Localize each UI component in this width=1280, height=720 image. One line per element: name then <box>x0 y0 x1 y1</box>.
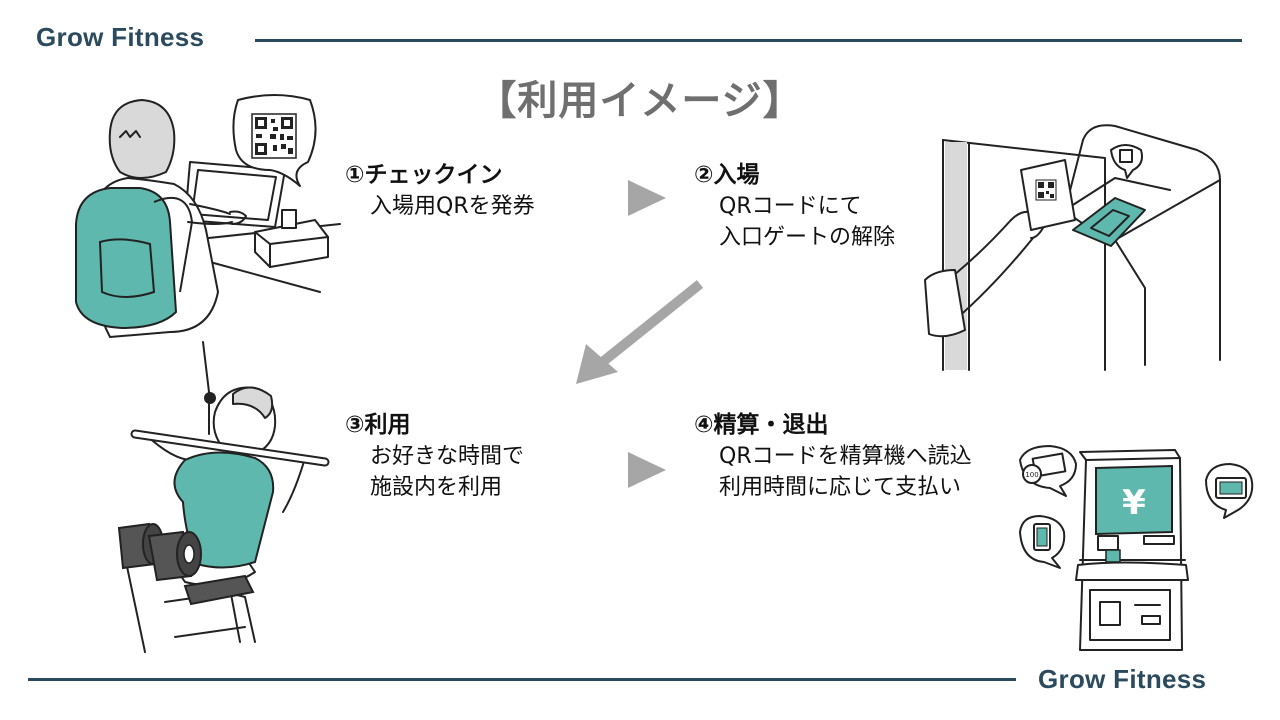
step-line: お好きな時間で <box>370 444 525 469</box>
yen-symbol: ¥ <box>1122 483 1146 523</box>
checkin-illustration <box>75 94 341 338</box>
arrow-down-left-icon <box>576 280 704 384</box>
step-heading: ①チェックイン <box>345 162 503 188</box>
header-rule <box>255 39 1242 42</box>
page-title: 【利用イメージ】 <box>476 78 804 124</box>
step-entry: ②入場 QRコードにて 入口ゲートの解除 <box>694 160 895 253</box>
step-line: 利用時間に応じて支払い <box>719 475 962 500</box>
coin-label: 100 <box>1025 471 1038 479</box>
step-heading: ③利用 <box>345 412 411 438</box>
step-heading: ④精算・退出 <box>694 412 829 438</box>
step-payment-exit: ④精算・退出 QRコードを精算機へ読込 利用時間に応じて支払い <box>694 410 972 503</box>
step-line: QRコードにて <box>719 194 862 219</box>
entry-gate-illustration <box>924 124 1221 371</box>
step-line: 施設内を利用 <box>370 475 503 500</box>
step-usage: ③利用 お好きな時間で 施設内を利用 <box>345 410 524 503</box>
footer-rule <box>28 678 1016 681</box>
step-checkin: ①チェックイン 入場用QRを発券 <box>345 160 535 222</box>
workout-illustration <box>117 341 330 653</box>
step-line: 入口ゲートの解除 <box>719 225 896 250</box>
payment-kiosk-illustration: ¥ 100 <box>1019 445 1254 651</box>
brand-logo-top: Grow Fitness <box>36 22 205 52</box>
brand-logo-bottom: Grow Fitness <box>1038 664 1207 694</box>
step-heading: ②入場 <box>694 162 760 188</box>
arrow-right-icon <box>628 452 666 488</box>
arrow-right-icon <box>628 180 666 216</box>
step-line: 入場用QRを発券 <box>370 194 535 219</box>
step-line: QRコードを精算機へ読込 <box>719 444 972 469</box>
